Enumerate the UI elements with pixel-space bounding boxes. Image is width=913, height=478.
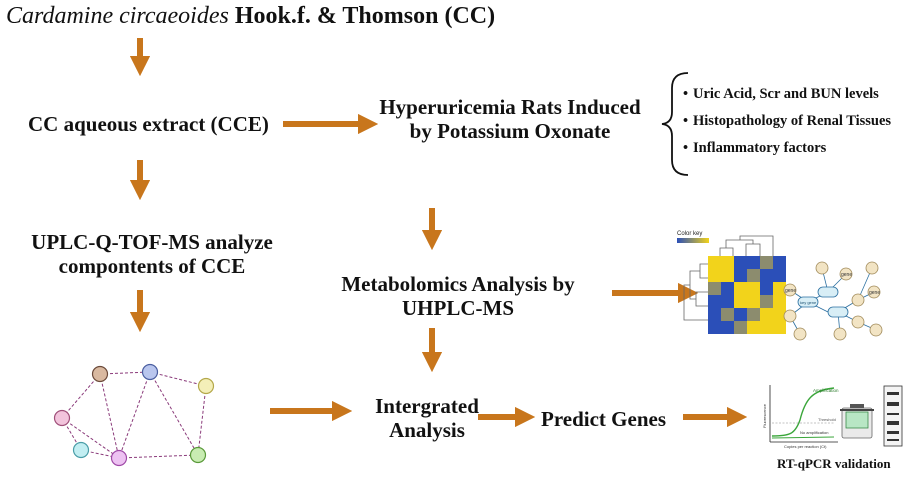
heatmap-cell — [747, 282, 760, 295]
heatmap-cell — [773, 308, 786, 321]
qpcr-amplification-label: Amplification — [813, 388, 839, 393]
node-integrated-line1: Intergrated — [375, 394, 479, 418]
title: Cardamine circaeoides Hook.f. & Thomson … — [6, 3, 495, 31]
title-species: Cardamine circaeoides — [6, 3, 229, 29]
key-gene-label: key gene — [800, 300, 817, 305]
outcome-item: Histopathology of Renal Tissues — [683, 110, 891, 137]
node-uplc-line2: compontents of CCE — [58, 254, 246, 279]
heatmap-cell — [747, 308, 760, 321]
node-rtqpcr: RT-qPCR validation — [777, 456, 891, 471]
node-hyperuricemia-line1: Hyperuricemia Rats Induced — [379, 95, 641, 119]
node-uplc-line1: UPLC-Q-TOF-MS analyze — [31, 230, 273, 254]
heatmap-cell — [734, 295, 747, 308]
qpcr-threshold-label: Threshold — [818, 417, 836, 422]
heatmap-cell — [721, 282, 734, 295]
heatmap-cell — [747, 269, 760, 282]
heatmap-cell — [734, 282, 747, 295]
qpcr-icon: Amplification Threshold No amplification… — [762, 385, 903, 449]
heatmap-cell — [760, 282, 773, 295]
heatmap-cell — [747, 295, 760, 308]
heatmap-cell — [747, 321, 760, 334]
heatmap-cell — [734, 256, 747, 269]
node-predict-genes: Predict Genes — [541, 407, 666, 431]
heatmap-cell — [760, 256, 773, 269]
heatmap-cell — [721, 295, 734, 308]
heatmap-cell — [773, 321, 786, 334]
heatmap-cell — [708, 321, 721, 334]
heatmap-cell — [721, 308, 734, 321]
gene-network-icon: gene gene gene key gene — [783, 261, 883, 341]
qpcr-no-amplification-label: No amplification — [800, 430, 828, 435]
bracket-brace — [661, 72, 689, 176]
heatmap-cell — [773, 282, 786, 295]
heatmap-cell — [734, 269, 747, 282]
node-metabolomics-line2: UHPLC-MS — [402, 296, 514, 321]
node-cce: CC aqueous extract (CCE) — [28, 112, 269, 136]
outcome-list: Uric Acid, Scr and BUN levels Histopatho… — [683, 83, 891, 164]
heatmap-cell — [760, 269, 773, 282]
gene-node-label: gene — [841, 272, 852, 278]
heatmap-cell — [721, 256, 734, 269]
heatmap-cell — [734, 321, 747, 334]
heatmap-cell — [708, 256, 721, 269]
heatmap-icon: Color key — [677, 231, 786, 334]
node-hyperuricemia-line2: by Potassium Oxonate — [409, 119, 611, 144]
heatmap-cell — [773, 269, 786, 282]
node-uplc: UPLC-Q-TOF-MS analyze compontents of CCE — [6, 230, 298, 278]
heatmap-color-key-label: Color key — [677, 231, 702, 237]
heatmap-cell — [708, 308, 721, 321]
heatmap-cell — [708, 282, 721, 295]
node-hyperuricemia: Hyperuricemia Rats Induced by Potassium … — [370, 95, 650, 143]
heatmap-cell — [708, 295, 721, 308]
heatmap-cell — [747, 256, 760, 269]
node-metabolomics-line1: Metabolomics Analysis by — [341, 272, 575, 296]
title-authority: Hook.f. & Thomson (CC) — [228, 3, 496, 29]
heatmap-cell — [721, 269, 734, 282]
qpcr-ylabel: Fluorescence — [762, 403, 767, 428]
heatmap-cell — [760, 295, 773, 308]
heatmap-cell — [760, 321, 773, 334]
heatmap-cell — [708, 269, 721, 282]
qpcr-xlabel: Copies per reaction (Ct) — [784, 444, 827, 449]
heatmap-cell — [773, 256, 786, 269]
outcome-item: Uric Acid, Scr and BUN levels — [683, 83, 891, 110]
node-integrated-line2: Analysis — [389, 418, 465, 443]
heatmap-cell — [760, 308, 773, 321]
gene-node-label: gene — [785, 288, 796, 294]
outcome-item: Inflammatory factors — [683, 137, 891, 164]
heatmap-cell — [773, 295, 786, 308]
network-graph-icon — [53, 363, 215, 467]
gene-node-label: gene — [869, 290, 880, 296]
node-metabolomics: Metabolomics Analysis by UHPLC-MS — [326, 272, 590, 320]
heatmap-cell — [721, 321, 734, 334]
heatmap-cell — [734, 308, 747, 321]
node-integrated: Intergrated Analysis — [364, 394, 490, 442]
